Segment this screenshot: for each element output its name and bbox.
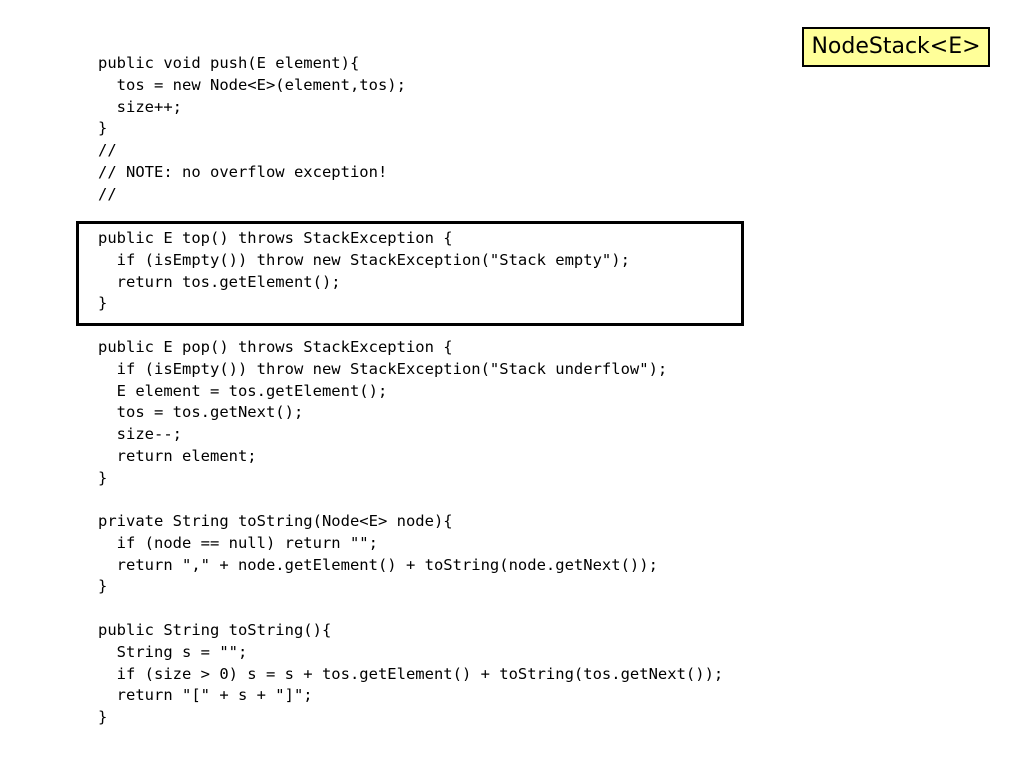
code-line: public String toString(){ — [98, 621, 332, 639]
code-line: } — [98, 119, 108, 138]
pop-method-code: public E pop() throws StackException { i… — [98, 337, 667, 490]
code-line: } — [98, 708, 108, 727]
slide-title-box: NodeStack<E> — [802, 27, 990, 67]
code-line: return element; — [98, 446, 257, 465]
code-line: if (isEmpty()) throw new StackException(… — [98, 250, 630, 269]
code-line: public E top() throws StackException { — [98, 229, 453, 247]
code-line: if (node == null) return ""; — [98, 533, 378, 552]
private-tostring-method-code: private String toString(Node<E> node){ i… — [98, 511, 658, 598]
code-comment: // — [98, 141, 117, 160]
top-method-highlight-frame — [76, 221, 744, 326]
code-line: if (isEmpty()) throw new StackException(… — [98, 359, 668, 378]
code-line: return tos.getElement(); — [98, 272, 341, 291]
code-line: size++; — [98, 97, 182, 116]
code-line: } — [98, 294, 108, 313]
public-tostring-method-code: public String toString(){ String s = "";… — [98, 620, 723, 729]
code-line: public E pop() throws StackException { — [98, 338, 453, 356]
code-line: String s = ""; — [98, 642, 248, 661]
code-line: } — [98, 577, 108, 596]
code-line: return "," + node.getElement() + toStrin… — [98, 555, 658, 574]
code-line: if (size > 0) s = s + tos.getElement() +… — [98, 664, 724, 683]
top-method-code: public E top() throws StackException { i… — [98, 228, 630, 315]
code-line: } — [98, 468, 108, 487]
slide-title: NodeStack<E> — [811, 34, 981, 59]
code-line: size--; — [98, 425, 182, 444]
code-line: private String toString(Node<E> node){ — [98, 512, 453, 530]
code-comment: // NOTE: no overflow exception! — [98, 162, 388, 181]
code-line: return "[" + s + "]"; — [98, 686, 313, 705]
code-line: public void push(E element){ — [98, 54, 360, 72]
code-comment: // — [98, 184, 117, 203]
code-line: tos = new Node<E>(element,tos); — [98, 75, 406, 94]
code-line: tos = tos.getNext(); — [98, 403, 304, 422]
push-method-code: public void push(E element){ tos = new N… — [98, 53, 406, 206]
code-line: E element = tos.getElement(); — [98, 381, 388, 400]
